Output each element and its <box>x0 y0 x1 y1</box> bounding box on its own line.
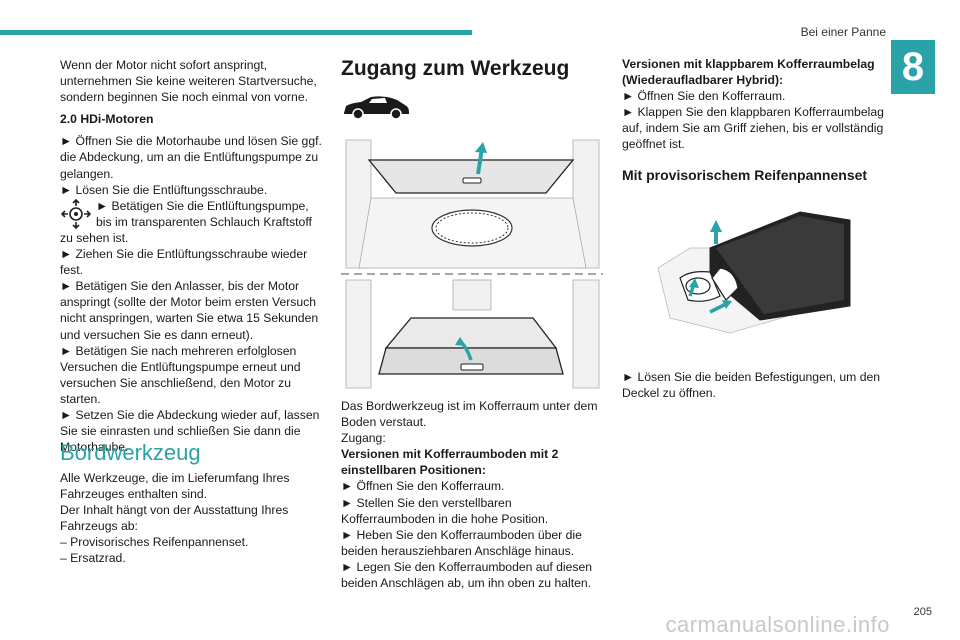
bleed-pump-icon <box>60 198 92 229</box>
text-line: – Provisorisches Reifenpannenset. <box>60 535 249 550</box>
column-1: Wenn der Motor nicht sofort anspringt, u… <box>60 57 325 455</box>
bullet-icon: ► <box>341 559 354 574</box>
step-2: ► Klappen Sie den klappbaren Kofferraumb… <box>622 105 884 152</box>
step-1: ► Öffnen Sie den Kofferraum. <box>622 89 786 104</box>
text-line: Der Inhalt hängt von der Ausstattung Ihr… <box>60 503 289 534</box>
bullet-icon: ► <box>60 407 73 422</box>
bordwerkzeug-text: Alle Werkzeuge, die im Lieferumfang Ihre… <box>60 470 325 567</box>
repair-kit-illustration <box>657 211 851 334</box>
running-head: Bei einer Panne <box>800 25 886 39</box>
trunk-floor-illustration <box>341 139 603 389</box>
bullet-icon: ► <box>96 198 109 213</box>
bullet-icon: ► <box>60 279 73 294</box>
bullet-icon: ► <box>622 105 635 120</box>
step-2: ► Lösen Sie die Entlüftungsschraube. <box>60 182 268 197</box>
step-3: ► Heben Sie den Kofferraumboden über die… <box>341 527 582 558</box>
step-4: ► Ziehen Sie die Entlüftungsschraube wie… <box>60 247 308 278</box>
bullet-icon: ► <box>341 495 354 510</box>
bullet-icon: ► <box>60 247 73 262</box>
step-4: ► Legen Sie den Kofferraumboden auf dies… <box>341 559 593 591</box>
text-line: Zugang: <box>341 431 386 446</box>
car-silhouette-icon <box>344 96 409 120</box>
version-heading: Versionen mit Kofferraumboden mit 2 eins… <box>341 447 559 478</box>
column-3: Versionen mit klappbarem Kofferraumbelag… <box>622 56 892 153</box>
column-2: Das Bordwerkzeug ist im Kofferraum unter… <box>341 398 603 591</box>
version-heading: Versionen mit klappbarem Kofferraumbelag… <box>622 57 875 88</box>
step-7: ► Setzen Sie die Abdeckung wieder auf, l… <box>60 407 320 455</box>
bullet-icon: ► <box>60 343 73 358</box>
step-1: ► Lösen Sie die beiden Befestigungen, um… <box>622 370 881 401</box>
step-5: ► Betätigen Sie den Anlasser, bis der Mo… <box>60 279 319 342</box>
bullet-icon: ► <box>622 89 635 104</box>
bullet-icon: ► <box>341 479 354 494</box>
text-line: – Ersatzrad. <box>60 551 126 566</box>
step-1: ► Öffnen Sie die Motorhaube und lösen Si… <box>60 134 322 181</box>
step-1: ► Öffnen Sie den Kofferraum. <box>341 479 505 494</box>
text-line: Das Bordwerkzeug ist im Kofferraum unter… <box>341 399 598 430</box>
page-number: 205 <box>913 606 932 618</box>
subheading-hdi: 2.0 HDi-Motoren <box>60 112 154 127</box>
chapter-tab: 8 <box>891 40 935 94</box>
bullet-icon: ► <box>341 527 354 542</box>
subheading-reifenpannenset: Mit provisorischem Reifenpannenset <box>622 167 868 183</box>
watermark: carmanualsonline.info <box>665 612 890 637</box>
bullet-icon: ► <box>60 182 73 197</box>
section-title-zugang: Zugang zum Werkzeug <box>341 57 570 80</box>
bullet-icon: ► <box>60 134 73 149</box>
intro-paragraph: Wenn der Motor nicht sofort anspringt, u… <box>60 58 317 105</box>
step-3: ► Betätigen Sie die Entlüftungspumpe, bi… <box>60 198 312 245</box>
header-accent-bar <box>0 30 472 35</box>
kit-instructions: ► Lösen Sie die beiden Befestigungen, um… <box>622 369 892 401</box>
bullet-icon: ► <box>622 370 635 384</box>
step-2: ► Stellen Sie den verstellbaren Kofferra… <box>341 495 549 526</box>
text-line: Alle Werkzeuge, die im Lieferumfang Ihre… <box>60 471 290 502</box>
step-6: ► Betätigen Sie nach mehreren erfolglose… <box>60 343 301 406</box>
section-title-bordwerkzeug: Bordwerkzeug <box>60 440 201 465</box>
